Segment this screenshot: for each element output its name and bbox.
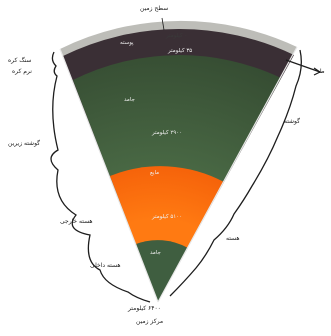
core-side-label: هسته (226, 235, 240, 242)
core-depth-label: ۵۱۰۰ کیلومتر (152, 214, 182, 221)
arrow-tip-label: ط (319, 68, 325, 75)
outer-core-state-label: مایع (150, 170, 159, 177)
mantle-side-label: گوشته (284, 118, 300, 125)
rock-crust-label: سنگ کره (8, 57, 31, 64)
crust-band-label: پوسته (120, 40, 134, 47)
surface-label: سطح زمین (140, 5, 168, 12)
inner-core-label: هسته داخلی (90, 262, 121, 269)
inner-core-band (136, 240, 188, 302)
mantle-depth-label: ۲۹۰۰ کیلومتر (152, 130, 182, 137)
surface-arrow (286, 60, 320, 72)
inner-core-state-label: جامد (150, 250, 161, 257)
outer-core-label: هسته خارجی (60, 218, 93, 225)
center-depth-label: ۶۴۰۰ کیلومتر (128, 305, 161, 312)
lower-mantle-label: گوشته زیرین (8, 140, 40, 147)
surface-depth-label: ۰ کیلومتر (166, 33, 187, 40)
mantle-state-label: جامد (124, 97, 135, 104)
earth-center-label: مرکز زمین (136, 318, 163, 325)
weak-layer-label: نرم کره (12, 68, 32, 75)
crust-depth-label: ۳۵ کیلومتر (168, 48, 192, 55)
